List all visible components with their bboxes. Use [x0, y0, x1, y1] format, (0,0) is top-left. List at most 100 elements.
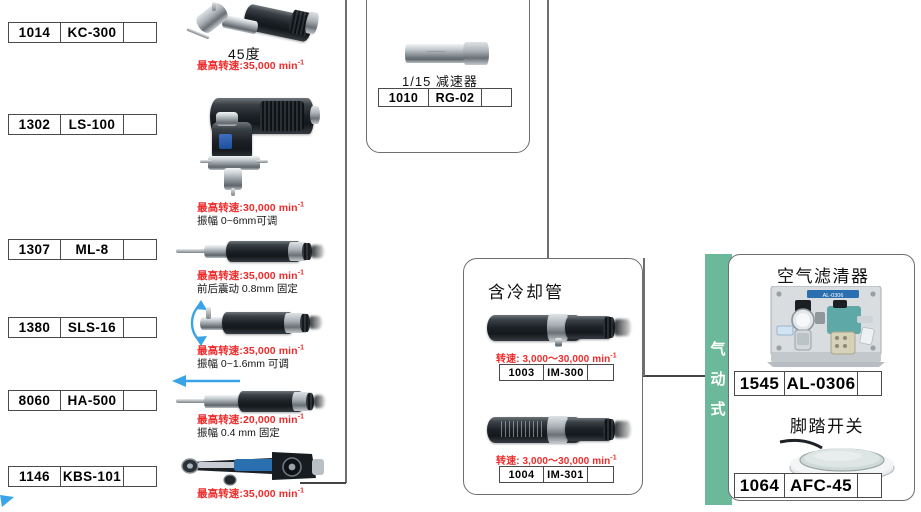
spec-red-sup: -1 [297, 269, 305, 277]
spec-black-ls-100: 振幅 0~6mm可调 [197, 215, 278, 227]
product-blank-cell [124, 240, 156, 259]
product-model: IM-300 [544, 365, 588, 380]
spec-black-ha-500: 振幅 0.4 mm 固定 [197, 427, 280, 439]
product-blank-cell [588, 365, 613, 380]
product-blank-cell [124, 23, 156, 42]
spec-red-text: 最高转速:20,000 min [197, 414, 298, 426]
product-image-kc-300 [186, 0, 326, 50]
spec-red-text: 转速: 3,000～30,000 min [496, 354, 611, 365]
spec-red-kc-300: 最高转速:35,000 min-1 [197, 58, 304, 73]
spec-red-ha-500: 最高转速:20,000 min-1 [197, 412, 304, 427]
product-image-al-0306: AL-0306 [765, 285, 890, 368]
product-label-im-300[interactable]: 1003 IM-300 [499, 364, 614, 381]
product-label-ls-100[interactable]: 1302 LS-100 [8, 114, 157, 135]
spec-red-sls-16: 最高转速:35,000 min-1 [197, 343, 304, 358]
product-label-ha-500[interactable]: 8060 HA-500 [8, 390, 157, 411]
page-corner-marker-icon [0, 494, 14, 507]
svg-text:AL-0306: AL-0306 [823, 293, 844, 299]
product-blank-cell [124, 115, 156, 134]
product-label-afc-45[interactable]: 1064 AFC-45 [734, 473, 882, 498]
product-code: 1545 [735, 372, 785, 395]
product-model: KC-300 [61, 23, 124, 42]
left-column-connector-end [300, 482, 346, 484]
spec-red-sup: -1 [297, 344, 305, 352]
product-model: LS-100 [61, 115, 124, 134]
product-label-al-0306[interactable]: 1545 AL-0306 [734, 371, 882, 396]
cooling-tube-title: 含冷却管 [488, 283, 564, 302]
pneumatic-drop-line [643, 258, 645, 376]
feed-direction-arrow-icon [172, 374, 242, 388]
spec-red-ls-100: 最高转速:30,000 min-1 [197, 200, 304, 215]
spec-red-im-300: 转速: 3,000～30,000 min-1 [496, 350, 617, 365]
product-model: KBS-101 [61, 467, 124, 486]
product-code: 1010 [379, 89, 429, 106]
product-model: AL-0306 [785, 372, 858, 395]
air-filter-title: 空气滤清器 [777, 267, 870, 286]
product-image-sls-16 [196, 305, 326, 341]
product-title-kc-300: 45度 [228, 46, 261, 62]
product-code: 1302 [9, 115, 61, 134]
product-image-im-300 [487, 310, 633, 347]
pneumatic-sidebar-char-2: 式 [710, 400, 727, 418]
product-blank-cell [482, 89, 511, 106]
spec-red-sup: -1 [297, 413, 305, 421]
product-label-sls-16[interactable]: 1380 SLS-16 [8, 317, 157, 338]
product-image-im-301 [487, 412, 633, 446]
product-code: 1003 [500, 365, 544, 380]
center-connector-line [547, 0, 549, 262]
product-label-kc-300[interactable]: 1014 KC-300 [8, 22, 157, 43]
spec-red-sup: -1 [297, 201, 305, 209]
product-code: 1004 [500, 467, 544, 482]
product-image-ha-500 [176, 388, 326, 416]
product-blank-cell [588, 467, 613, 482]
spec-red-text: 最高转速:30,000 min [197, 202, 298, 214]
product-code: 1014 [9, 23, 61, 42]
product-code: 1064 [735, 474, 785, 497]
spec-red-sup: -1 [297, 487, 305, 495]
spec-red-sup: -1 [610, 454, 617, 462]
product-blank-cell [124, 318, 156, 337]
product-image-kbs-101 [176, 448, 326, 488]
product-model: SLS-16 [61, 318, 124, 337]
spec-red-text: 最高转速:35,000 min [197, 60, 298, 72]
swing-arrow-icon [181, 298, 207, 348]
product-label-rg-02[interactable]: 1010 RG-02 [378, 88, 512, 107]
product-model: RG-02 [429, 89, 482, 106]
spec-red-ml-8: 最高转速:35,000 min-1 [197, 268, 304, 283]
product-model: AFC-45 [785, 474, 858, 497]
spec-red-sup: -1 [610, 352, 617, 360]
pneumatic-sidebar-char-1: 动 [710, 370, 727, 388]
product-model: HA-500 [61, 391, 124, 410]
reducer-group-box [366, 0, 530, 153]
product-code: 8060 [9, 391, 61, 410]
product-label-ml-8[interactable]: 1307 ML-8 [8, 239, 157, 260]
product-blank-cell [858, 474, 881, 497]
spec-red-sup: -1 [297, 59, 305, 67]
product-code: 1307 [9, 240, 61, 259]
spec-black-sls-16: 振幅 0~1.6mm 可调 [197, 358, 289, 370]
product-model: ML-8 [61, 240, 124, 259]
cooling-to-pneumatic-line [643, 375, 705, 377]
product-blank-cell [124, 391, 156, 410]
product-label-im-301[interactable]: 1004 IM-301 [499, 466, 614, 483]
spec-red-text: 最高转速:35,000 min [197, 345, 298, 357]
product-label-kbs-101[interactable]: 1146 KBS-101 [8, 466, 157, 487]
product-model: IM-301 [544, 467, 588, 482]
product-blank-cell [124, 467, 156, 486]
spec-red-text: 最高转速:35,000 min [197, 270, 298, 282]
product-image-ml-8 [176, 238, 326, 268]
left-column-connector-line [345, 0, 347, 483]
product-code: 1146 [9, 467, 61, 486]
product-image-ls-100 [186, 98, 326, 196]
spec-red-kbs-101: 最高转速:35,000 min-1 [197, 486, 304, 501]
product-blank-cell [858, 372, 881, 395]
spec-red-text: 最高转速:35,000 min [197, 488, 298, 500]
foot-switch-title: 脚踏开关 [790, 417, 864, 436]
reducer-title: 1/15 减速器 [402, 74, 478, 89]
pneumatic-sidebar: 气 动 式 [705, 254, 732, 505]
spec-red-text: 转速: 3,000～30,000 min [496, 456, 611, 467]
product-image-rg-02 [405, 40, 493, 66]
spec-red-im-301: 转速: 3,000～30,000 min-1 [496, 452, 617, 467]
spec-black-ml-8: 前后震动 0.8mm 固定 [197, 283, 298, 295]
pneumatic-sidebar-char-0: 气 [710, 340, 727, 358]
